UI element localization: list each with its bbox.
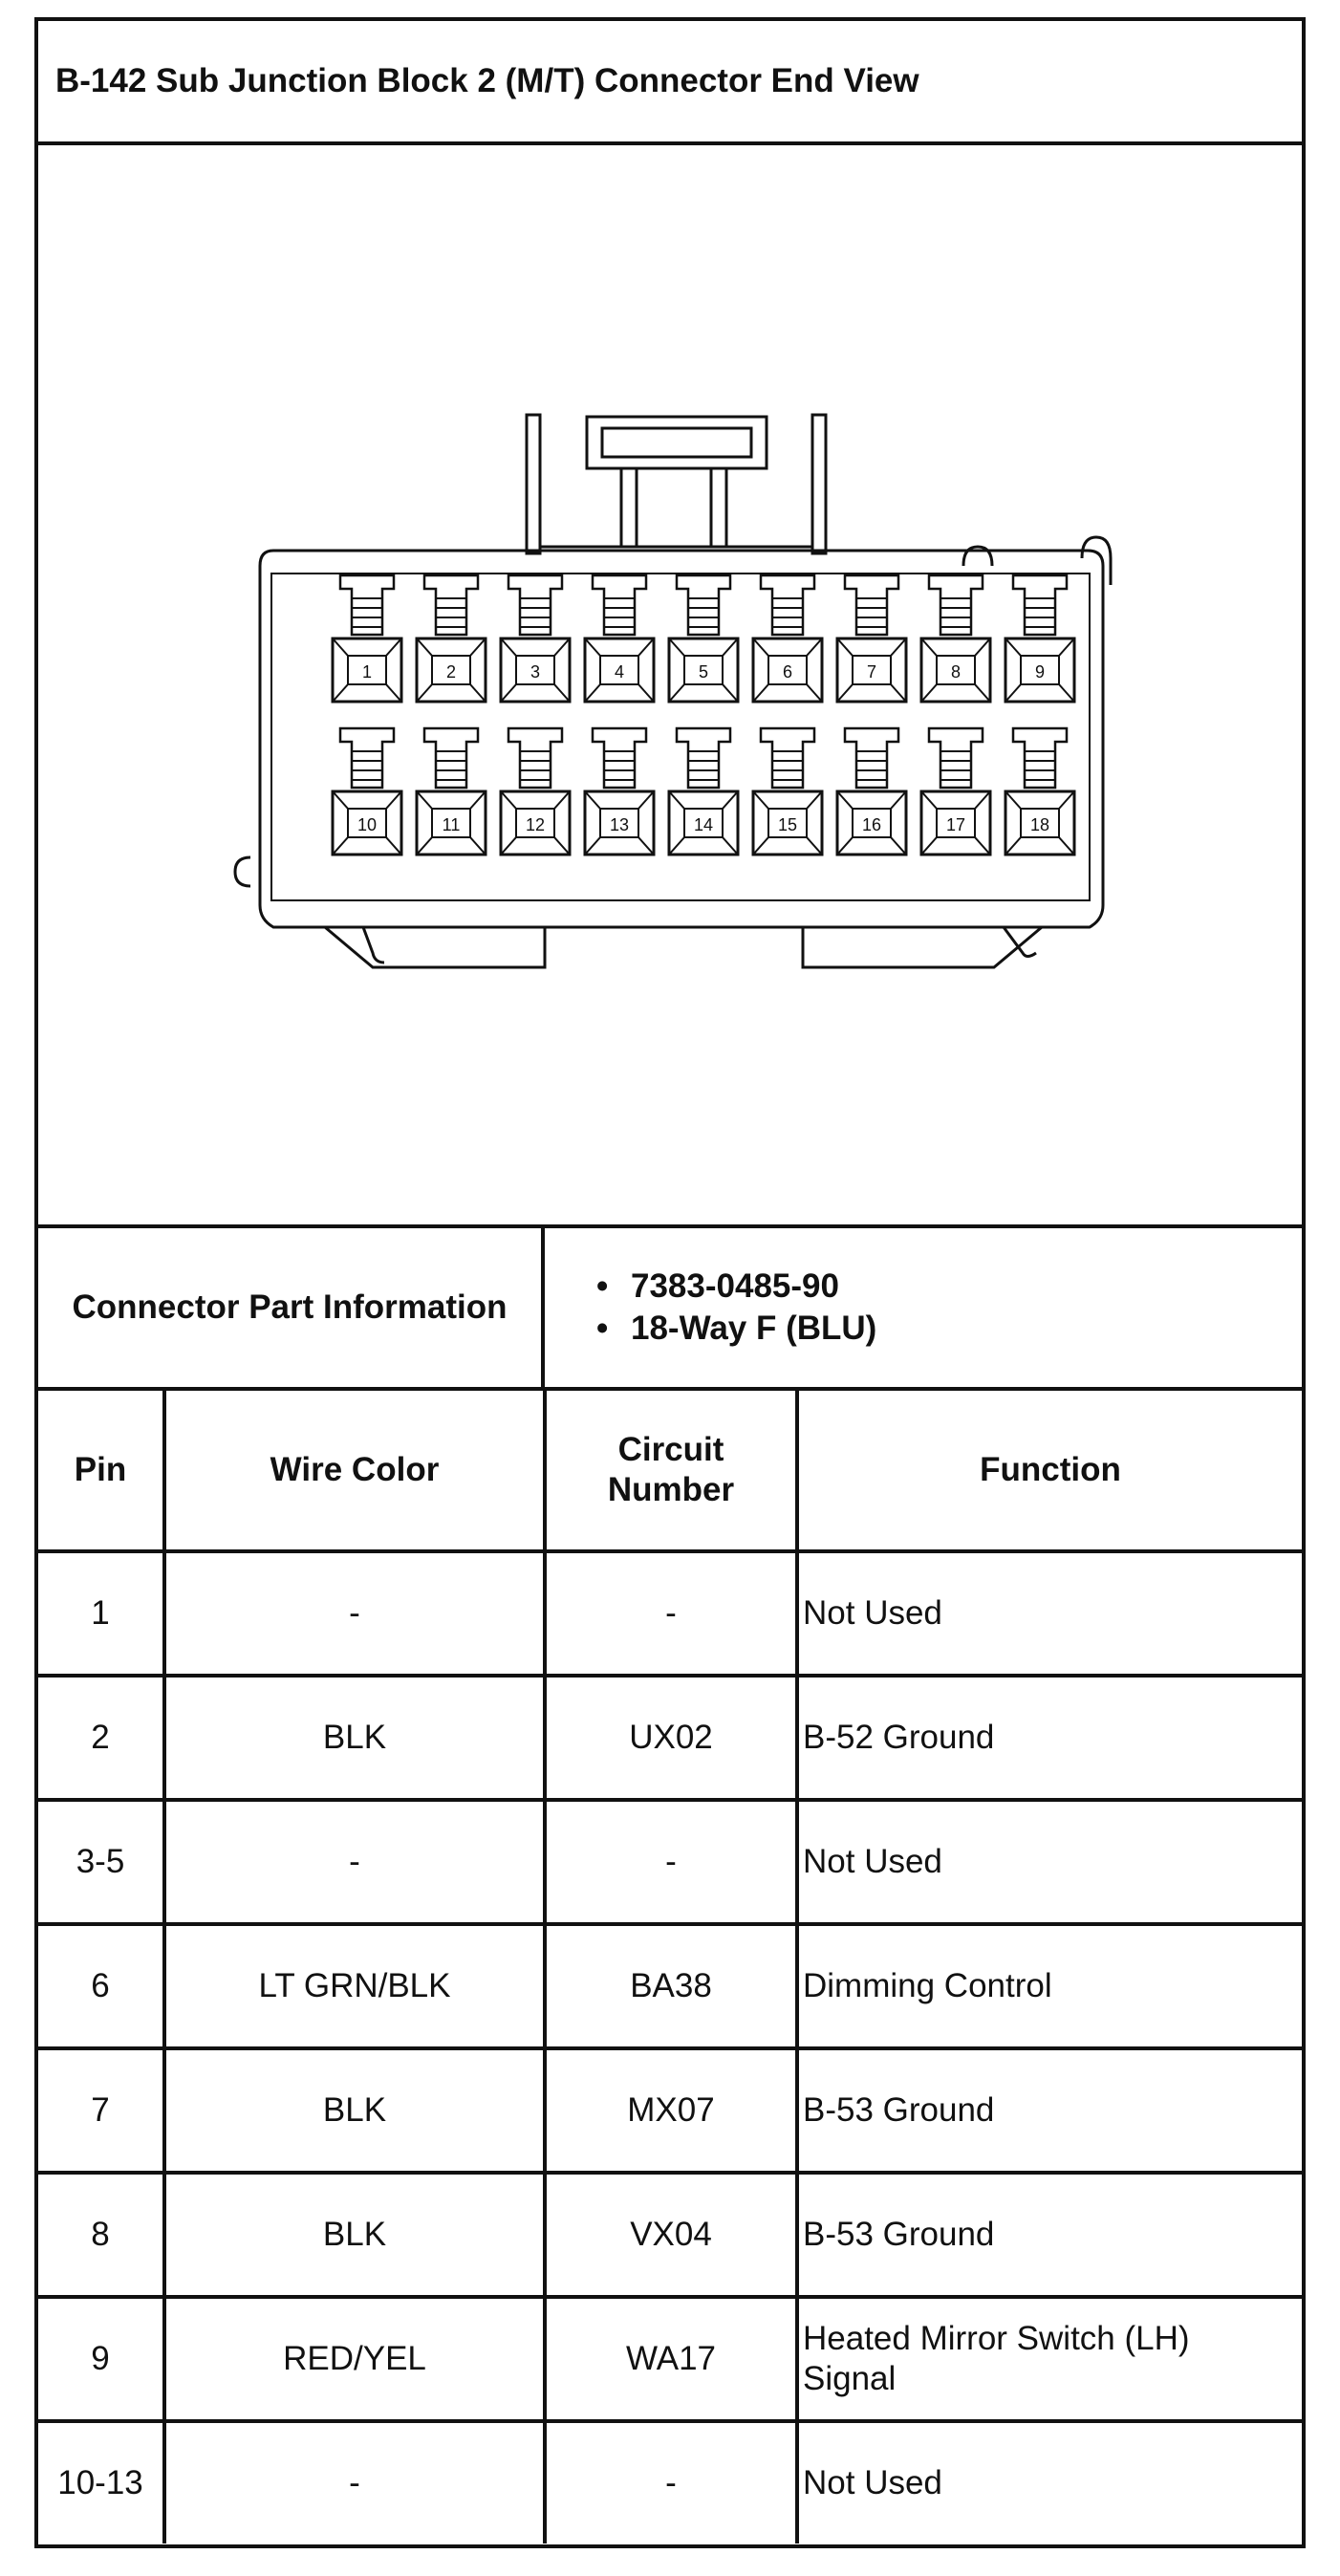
wire-color-cell: BLK (162, 2171, 547, 2299)
pin-number-label: 2 (446, 662, 456, 682)
function-cell: Not Used (795, 1549, 1302, 1678)
table-row: 7 BLK MX07 B-53 Ground (38, 2046, 1302, 2175)
wire-color-cell: - (162, 1549, 547, 1678)
table-row: 2 BLK UX02 B-52 Ground (38, 1674, 1302, 1802)
header-wire-color: Wire Color (162, 1391, 547, 1553)
wire-color-cell: RED/YEL (162, 2295, 547, 2423)
pin-cavity-13: 13 (583, 726, 656, 856)
pin-cavity-9: 9 (1004, 574, 1076, 704)
pin-number-label: 11 (443, 815, 461, 834)
part-info-list: 7383-0485-90 18-Way F (BLU) (545, 1228, 1302, 1387)
pin-cavity-18: 18 (1004, 726, 1076, 856)
connector-part-info-row: Connector Part Information 7383-0485-90 … (38, 1228, 1302, 1391)
pin-number-label: 18 (1030, 815, 1049, 834)
pin-number-label: 10 (357, 815, 377, 834)
pin-cavity-7: 7 (835, 574, 908, 704)
pin-number-label: 1 (362, 662, 372, 682)
circuit-cell: WA17 (543, 2295, 799, 2423)
pin-cell: 9 (38, 2295, 166, 2423)
pin-number-label: 5 (699, 662, 708, 682)
table-header-row: Pin Wire Color Circuit Number Function (38, 1391, 1302, 1553)
function-cell: Dimming Control (795, 1922, 1302, 2050)
circuit-cell: MX07 (543, 2046, 799, 2175)
table-row: 3-5 - - Not Used (38, 1798, 1302, 1926)
function-cell: Heated Mirror Switch (LH) Signal (795, 2295, 1302, 2423)
table-row: 9 RED/YEL WA17 Heated Mirror Switch (LH)… (38, 2295, 1302, 2423)
wire-color-cell: LT GRN/BLK (162, 1922, 547, 2050)
header-circuit-number: Circuit Number (543, 1391, 799, 1553)
pin-number-label: 8 (951, 662, 961, 682)
pin-cell: 7 (38, 2046, 166, 2175)
table-row: 10-13 - - Not Used (38, 2419, 1302, 2544)
pin-cavity-6: 6 (751, 574, 824, 704)
header-pin: Pin (38, 1391, 166, 1553)
pin-cavity-11: 11 (415, 726, 487, 856)
part-info-label: Connector Part Information (38, 1228, 545, 1387)
wire-color-cell: BLK (162, 2046, 547, 2175)
pin-cell: 10-13 (38, 2419, 166, 2544)
pin-number-label: 16 (862, 815, 881, 834)
table-row: 1 - - Not Used (38, 1549, 1302, 1678)
pin-cell: 3-5 (38, 1798, 166, 1926)
table-row: 6 LT GRN/BLK BA38 Dimming Control (38, 1922, 1302, 2050)
function-cell: B-53 Ground (795, 2046, 1302, 2175)
pin-cavity-4: 4 (583, 574, 656, 704)
pin-cavity-12: 12 (499, 726, 572, 856)
wire-color-cell: BLK (162, 1674, 547, 1802)
pin-number-label: 4 (615, 662, 624, 682)
pin-cavity-14: 14 (667, 726, 740, 856)
function-cell: B-53 Ground (795, 2171, 1302, 2299)
pinout-table: Pin Wire Color Circuit Number Function 1… (38, 1391, 1302, 2544)
pin-cell: 8 (38, 2171, 166, 2299)
wire-color-cell: - (162, 1798, 547, 1926)
circuit-cell: - (543, 1798, 799, 1926)
pin-cell: 2 (38, 1674, 166, 1802)
pin-number-label: 3 (530, 662, 540, 682)
table-row: 8 BLK VX04 B-53 Ground (38, 2171, 1302, 2299)
circuit-cell: UX02 (543, 1674, 799, 1802)
pin-number-label: 17 (946, 815, 965, 834)
pin-cavity-16: 16 (835, 726, 908, 856)
pin-cavity-3: 3 (499, 574, 572, 704)
circuit-cell: - (543, 1549, 799, 1678)
pin-number-label: 13 (610, 815, 629, 834)
pin-number-label: 12 (526, 815, 545, 834)
header-function: Function (795, 1391, 1302, 1553)
pin-cavity-5: 5 (667, 574, 740, 704)
pin-cavity-1: 1 (331, 574, 403, 704)
function-cell: Not Used (795, 1798, 1302, 1926)
connector-sheet: B-142 Sub Junction Block 2 (M/T) Connect… (34, 17, 1306, 2548)
pin-cavity-17: 17 (919, 726, 992, 856)
circuit-cell: - (543, 2419, 799, 2544)
pin-cavity-15: 15 (751, 726, 824, 856)
connector-type: 18-Way F (BLU) (596, 1308, 1302, 1350)
pin-number-label: 7 (867, 662, 876, 682)
pin-number-label: 9 (1035, 662, 1045, 682)
part-number: 7383-0485-90 (596, 1266, 1302, 1308)
pin-number-label: 14 (694, 815, 713, 834)
function-cell: Not Used (795, 2419, 1302, 2544)
pin-cavity-10: 10 (331, 726, 403, 856)
pin-number-label: 6 (783, 662, 792, 682)
pin-cell: 6 (38, 1922, 166, 2050)
circuit-cell: VX04 (543, 2171, 799, 2299)
pin-number-label: 15 (778, 815, 797, 834)
pin-cell: 1 (38, 1549, 166, 1678)
pin-cavity-8: 8 (919, 574, 992, 704)
pin-cavity-2: 2 (415, 574, 487, 704)
wire-color-cell: - (162, 2419, 547, 2544)
function-cell: B-52 Ground (795, 1674, 1302, 1802)
circuit-cell: BA38 (543, 1922, 799, 2050)
page-title: B-142 Sub Junction Block 2 (M/T) Connect… (38, 21, 1302, 145)
